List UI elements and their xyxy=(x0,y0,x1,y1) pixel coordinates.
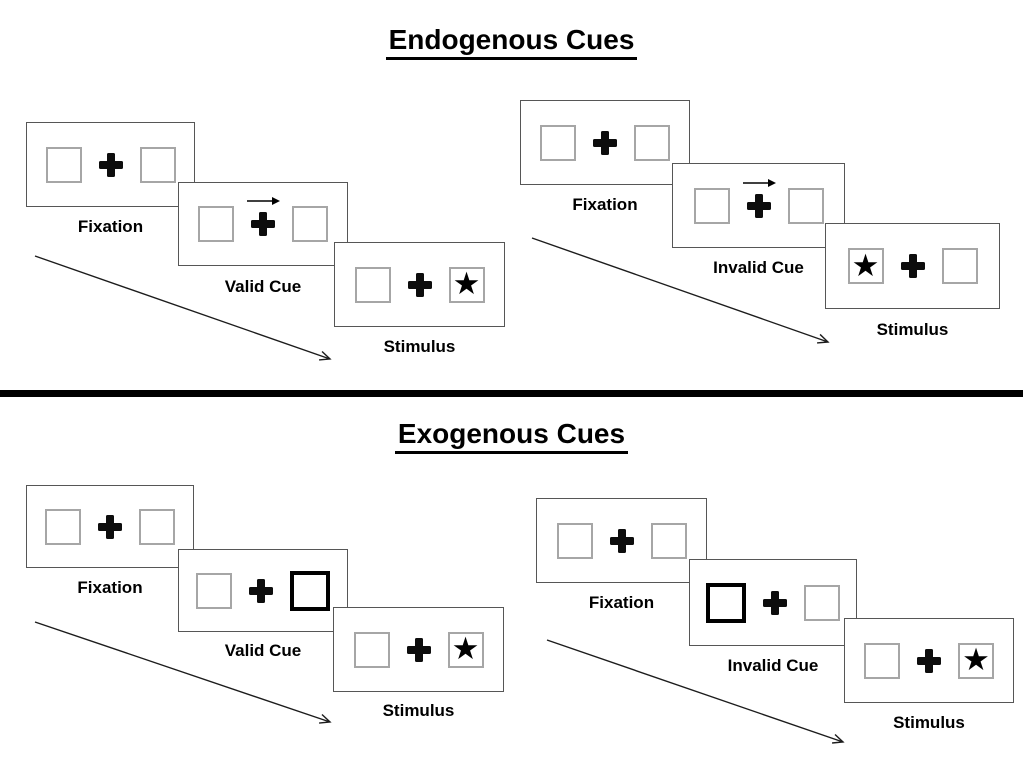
fixation-cross-icon xyxy=(742,178,776,218)
left-box xyxy=(556,522,593,559)
step-label-fixation: Fixation xyxy=(77,217,144,236)
step-label-fixation: Fixation xyxy=(77,578,143,597)
section-title-endogenous: Endogenous Cues xyxy=(0,23,1023,60)
fixation-card xyxy=(26,485,194,568)
right-box xyxy=(941,248,978,284)
fixation-card xyxy=(26,122,195,207)
fixation-cross-icon xyxy=(247,197,280,236)
stimulus-card: ★ xyxy=(844,618,1014,703)
right-box xyxy=(292,206,328,242)
cue-arrow-right-icon xyxy=(742,178,776,187)
left-box xyxy=(354,266,391,303)
section-divider xyxy=(0,390,1023,397)
fixation-card xyxy=(520,100,690,185)
star-icon: ★ xyxy=(452,266,481,301)
stimulus-card: ★ xyxy=(825,223,1000,309)
star-icon: ★ xyxy=(962,642,990,677)
left-box xyxy=(693,187,730,224)
right-box xyxy=(804,584,840,621)
time-arrow-endogenous-invalid xyxy=(531,237,830,344)
stimulus-card: ★ xyxy=(334,242,505,327)
fixation-cross-icon xyxy=(917,648,941,673)
cue-card xyxy=(178,182,348,266)
fixation-cross-icon xyxy=(593,130,617,155)
fixation-cross-icon xyxy=(407,272,432,297)
fixation-card xyxy=(536,498,707,583)
right-box xyxy=(787,187,824,224)
section-title-text: Exogenous Cues xyxy=(394,417,629,454)
cue-arrow-right-icon xyxy=(247,197,280,205)
step-label-fixation: Fixation xyxy=(572,195,638,214)
fixation-cross-icon xyxy=(763,590,787,615)
section-title-text: Endogenous Cues xyxy=(385,23,638,60)
fixation-cross-icon xyxy=(609,528,634,553)
left-box xyxy=(864,642,900,679)
left-box xyxy=(196,572,232,609)
left-box-with-star: ★ xyxy=(847,247,884,284)
right-box-with-star: ★ xyxy=(448,266,485,303)
cue-highlight-box-right xyxy=(290,570,330,611)
fixation-cross-icon xyxy=(406,637,431,662)
right-box xyxy=(650,522,687,559)
right-box xyxy=(634,124,670,161)
time-arrow-exogenous-invalid xyxy=(546,639,845,744)
star-icon: ★ xyxy=(851,247,880,283)
right-box-with-star: ★ xyxy=(958,642,994,679)
step-label-cue: Valid Cue xyxy=(224,277,302,296)
section-title-exogenous: Exogenous Cues xyxy=(0,417,1023,454)
step-label-cue: Valid Cue xyxy=(224,641,302,660)
cue-card xyxy=(672,163,845,248)
fixation-cross-icon xyxy=(900,254,925,278)
time-arrow-endogenous-valid xyxy=(34,255,332,361)
step-label-stimulus: Stimulus xyxy=(876,320,949,339)
fixation-cross-icon xyxy=(249,578,273,603)
cue-highlight-box-left xyxy=(706,582,746,623)
left-box xyxy=(540,124,576,161)
star-icon: ★ xyxy=(451,631,480,666)
stimulus-card: ★ xyxy=(333,607,504,692)
step-label-fixation: Fixation xyxy=(588,593,655,612)
left-box xyxy=(45,146,82,183)
right-box-with-star: ★ xyxy=(447,631,484,668)
step-label-stimulus: Stimulus xyxy=(382,701,455,720)
right-box xyxy=(139,508,175,545)
fixation-cross-icon xyxy=(98,152,123,177)
left-box xyxy=(198,206,234,242)
fixation-cross-icon xyxy=(98,514,122,539)
left-box xyxy=(353,631,390,668)
left-box xyxy=(45,508,81,545)
right-box xyxy=(139,146,176,183)
step-label-cue: Invalid Cue xyxy=(727,656,819,675)
step-label-stimulus: Stimulus xyxy=(893,713,965,732)
time-arrow-exogenous-valid xyxy=(34,621,332,724)
step-label-stimulus: Stimulus xyxy=(383,337,456,356)
cue-card xyxy=(178,549,348,632)
cue-card xyxy=(689,559,857,646)
step-label-cue: Invalid Cue xyxy=(713,258,804,277)
